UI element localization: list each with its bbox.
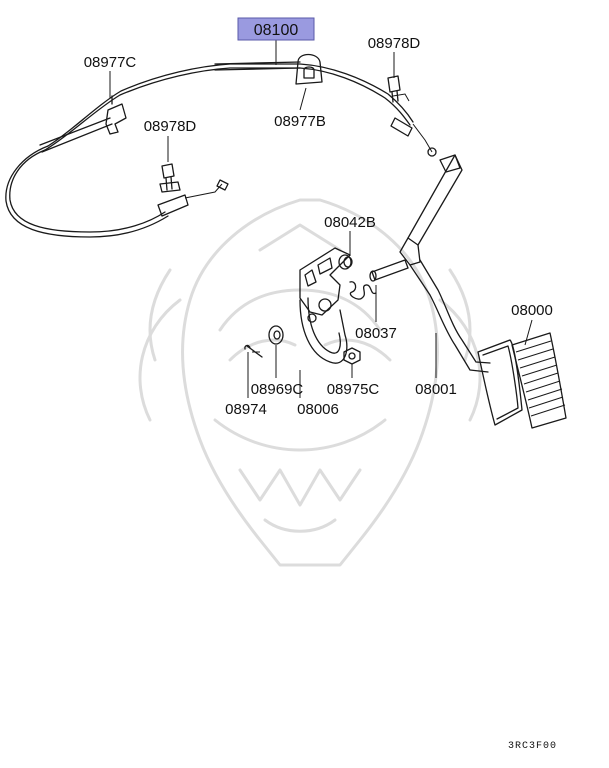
bushing-08042b (338, 254, 353, 270)
leader-lines (109, 39, 533, 398)
samurai-mask-watermark-icon (138, 198, 482, 567)
callout-08100[interactable]: 08100 (237, 17, 315, 41)
bolt-08978d-left (159, 163, 181, 193)
callout-label-08975c[interactable]: 08975C (327, 381, 380, 398)
callout-highlight (237, 17, 315, 41)
washer-08969c (268, 325, 284, 345)
pedal-pad-cover-08000 (511, 332, 567, 429)
callout-label-08977b[interactable]: 08977B (274, 113, 326, 130)
pedal-pad (477, 339, 523, 426)
callout-label-08978d-top[interactable]: 08978D (368, 35, 421, 52)
clip-08977c (105, 95, 127, 135)
callout-label-08977c[interactable]: 08977C (84, 54, 137, 71)
callout-label-08037[interactable]: 08037 (355, 325, 397, 342)
clamp-08977b (295, 53, 323, 85)
spring-08037 (349, 281, 377, 300)
pedal-arm-08001 (369, 154, 491, 373)
callout-label-08100: 08100 (254, 22, 299, 39)
callout-label-08969c[interactable]: 08969C (251, 381, 304, 398)
nut-08975c (343, 347, 361, 365)
pin-08974 (244, 344, 263, 358)
callout-label-08978d-left[interactable]: 08978D (144, 118, 197, 135)
callout-label-08001[interactable]: 08001 (415, 381, 457, 398)
callout-label-08042b[interactable]: 08042B (324, 214, 376, 231)
diagram-code: 3RC3F00 (508, 741, 557, 752)
bolt-08978d-top (387, 75, 410, 103)
callout-label-08006[interactable]: 08006 (297, 401, 339, 418)
callout-label-08000[interactable]: 08000 (511, 302, 553, 319)
callout-label-08974[interactable]: 08974 (225, 401, 267, 418)
pedal-bracket-08006 (299, 247, 351, 364)
accelerator-cable (5, 61, 437, 238)
